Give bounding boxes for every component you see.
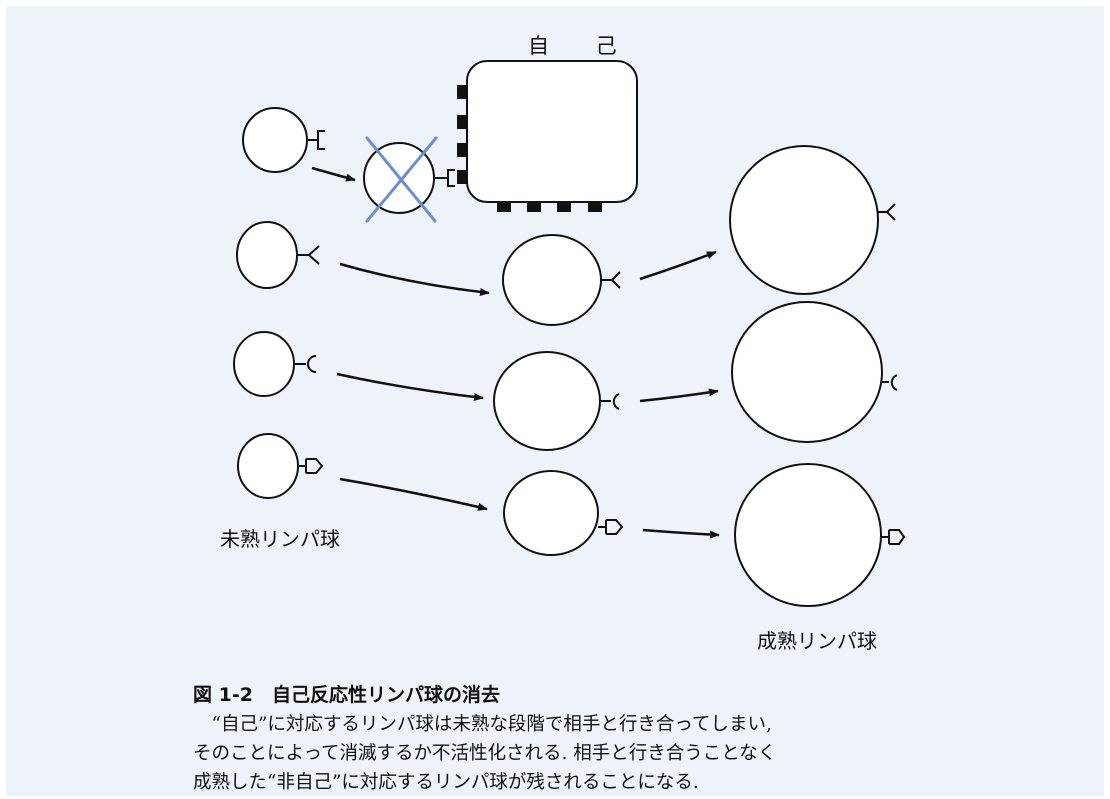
- y-receptor-icon: [601, 271, 621, 289]
- mature-cell-y-receptor: [729, 145, 896, 295]
- immature-cell-self-reactive: [242, 107, 325, 173]
- caption-line: そのことによって消滅するか不活性化される. 相手と行き合うことなく: [193, 743, 777, 764]
- receptor-bracket-icon: [307, 130, 325, 150]
- self-label: 自 己: [528, 34, 637, 58]
- cup-receptor-icon: [294, 355, 317, 373]
- notched-receptor-icon: [881, 529, 906, 545]
- arrow-maturation-5: [339, 477, 488, 511]
- caption-title: 図 1-2 自己反応性リンパ球の消去: [193, 684, 500, 706]
- self-cell: [457, 60, 638, 212]
- self-antigen-markers: [457, 85, 602, 212]
- mature-cell-notched-receptor: [734, 463, 906, 607]
- mature-lymphocyte-label: 成熟リンパ球: [757, 629, 877, 653]
- caption-line: 成熟した“非自己”に対応するリンパ球が残されることになる.: [193, 772, 699, 793]
- arrow-maturation-3: [336, 372, 484, 401]
- immature-cell-cup-receptor: [233, 331, 317, 397]
- arrow-maturation-2: [639, 250, 717, 281]
- y-receptor-icon: [297, 245, 320, 265]
- caption-line: “自己”に対応するリンパ球は未熟な段階で相手と行き合ってしまい,: [193, 714, 772, 735]
- cup-receptor-icon: [600, 393, 620, 410]
- arrow-to-deleted-cell: [311, 166, 356, 182]
- cup-receptor-icon: [882, 374, 898, 391]
- developing-cell-cup-receptor: [493, 351, 620, 451]
- arrow-maturation-6: [642, 528, 720, 539]
- developing-cell-y-receptor: [502, 234, 621, 326]
- developing-cell-notched-receptor: [503, 470, 624, 556]
- arrow-maturation-4: [639, 388, 719, 403]
- immature-lymphocyte-label: 未熟リンパ球: [220, 527, 340, 551]
- notched-receptor-icon: [298, 458, 324, 474]
- immature-cell-notched-receptor: [237, 433, 324, 499]
- notched-receptor-icon: [598, 519, 624, 535]
- immature-cell-y-receptor: [236, 221, 320, 289]
- y-receptor-icon: [878, 203, 896, 221]
- deletion-cross-icon: [365, 136, 438, 223]
- figure-caption: 図 1-2 自己反応性リンパ球の消去 “自己”に対応するリンパ球は未熟な段階で相…: [193, 680, 813, 797]
- deleted-cell: [363, 136, 455, 223]
- arrow-maturation-1: [339, 262, 490, 296]
- mature-cell-cup-receptor: [731, 301, 898, 443]
- receptor-bracket-icon: [434, 169, 455, 187]
